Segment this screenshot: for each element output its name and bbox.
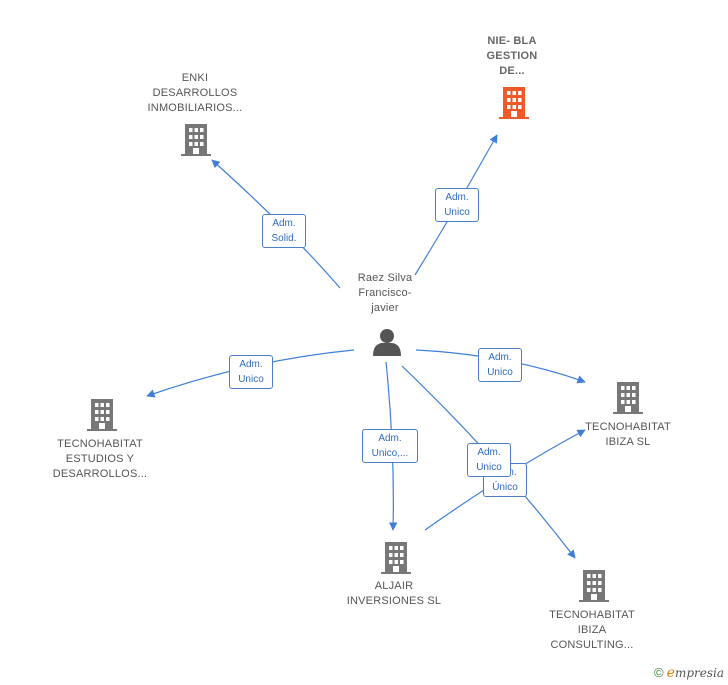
label-line: IBIZA [577, 624, 607, 636]
building-icon [499, 87, 529, 119]
building-icon [381, 542, 411, 574]
building-icon [613, 382, 643, 414]
badge-line: Adm. [272, 218, 296, 229]
name-line: javier [371, 302, 399, 314]
brand-footer[interactable]: ©empresia [654, 665, 724, 681]
label-line: INVERSIONES SL [346, 595, 442, 607]
badge-line: Único [492, 482, 518, 493]
company-label-tecno-estudios[interactable]: TECNOHABITAT ESTUDIOS Y DESARROLLOS... [40, 437, 160, 482]
label-line: DE... [499, 65, 525, 77]
edge-label-enki[interactable]: Adm. Solid. [262, 214, 306, 248]
label-line: TECNOHABITAT [585, 421, 671, 433]
edge-label-tecno-ibiza[interactable]: Adm. Unico [478, 348, 522, 382]
company-label-tecno-ibiza[interactable]: TECNOHABITAT IBIZA SL [573, 420, 683, 450]
person-icon [373, 329, 401, 356]
badge-line: Adm. [239, 359, 263, 370]
badge-line: Unico,... [371, 448, 409, 459]
label-line: IBIZA SL [605, 436, 651, 448]
badge-line: Solid. [271, 233, 297, 244]
brand-name: mpresia [674, 666, 724, 680]
company-label-nie[interactable]: NIE- BLA GESTION DE... [462, 34, 562, 79]
label-line: DESARROLLOS... [52, 468, 148, 480]
badge-line: Adm. [488, 352, 512, 363]
badge-line: Adm. [477, 447, 501, 458]
label-line: NIE- BLA [487, 35, 537, 47]
badge-line: Adm. [445, 192, 469, 203]
label-line: GESTION [486, 50, 538, 62]
building-icon [87, 399, 117, 431]
label-line: TECNOHABITAT [549, 609, 635, 621]
edge-label-nie[interactable]: Adm. Unico [435, 188, 479, 222]
building-icon [579, 570, 609, 602]
badge-line: Unico [238, 374, 264, 385]
company-label-enki[interactable]: ENKI DESARROLLOS INMOBILIARIOS... [135, 71, 255, 116]
badge-line: Unico [476, 462, 502, 473]
badge-line: Unico [487, 367, 513, 378]
label-line: CONSULTING... [550, 639, 634, 651]
label-line: ALJAIR [374, 580, 414, 592]
company-label-tecno-consulting[interactable]: TECNOHABITAT IBIZA CONSULTING... [537, 608, 647, 653]
edge-label-tecno-estudios[interactable]: Adm. Unico [229, 355, 273, 389]
name-line: Francisco- [358, 287, 412, 299]
label-line: ENKI [181, 72, 209, 84]
edge-label-aljair[interactable]: Adm. Unico,... [362, 429, 418, 463]
badge-line: Unico [444, 207, 470, 218]
building-icon [181, 124, 211, 156]
edge-label-tecno-consulting[interactable]: Adm. Unico [467, 443, 511, 477]
center-person-name[interactable]: Raez Silva Francisco- javier [335, 271, 435, 316]
copyright-icon: © [654, 665, 664, 680]
name-line: Raez Silva [357, 272, 413, 284]
label-line: TECNOHABITAT [57, 438, 143, 450]
label-line: ESTUDIOS Y [65, 453, 135, 465]
badge-line: Adm. [378, 433, 402, 444]
label-line: DESARROLLOS [152, 87, 238, 99]
brand-initial: e [666, 665, 675, 681]
label-line: INMOBILIARIOS... [147, 102, 243, 114]
company-label-aljair[interactable]: ALJAIR INVERSIONES SL [334, 579, 454, 609]
